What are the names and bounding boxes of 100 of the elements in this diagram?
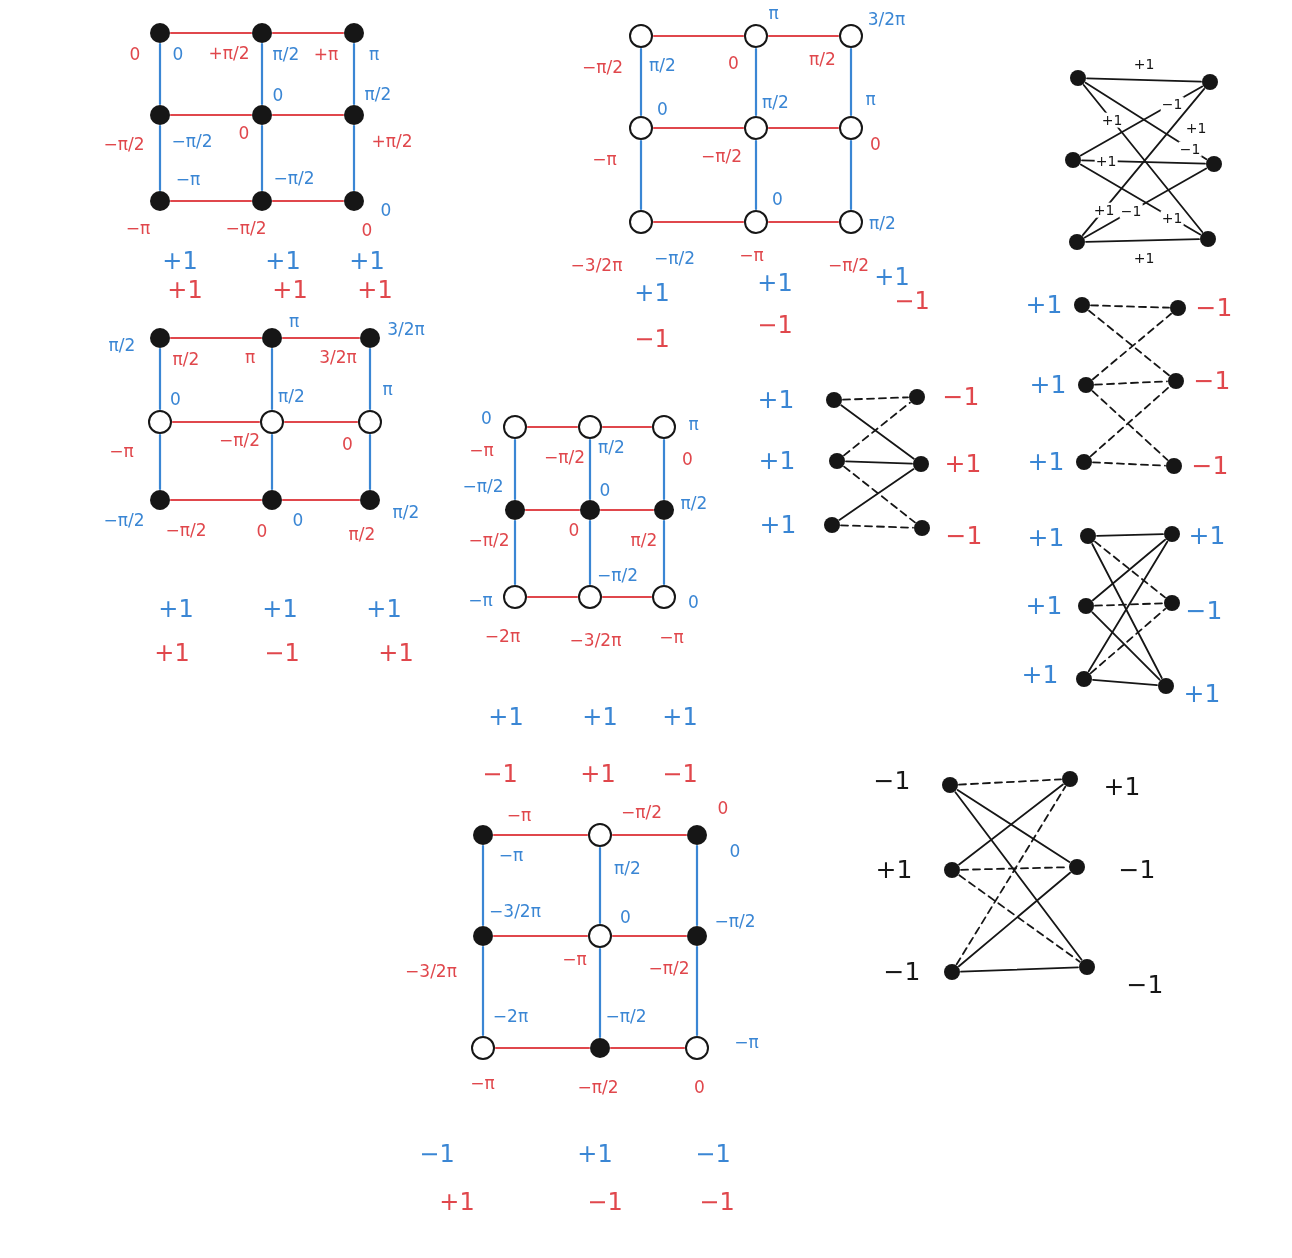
connector-line: [271, 31, 345, 35]
connector-line: [1092, 678, 1158, 687]
phase-label: 0: [481, 409, 492, 428]
phase-label: −π: [469, 441, 494, 460]
spin-label: +1: [759, 511, 797, 539]
connector-line: [492, 833, 589, 837]
connector-line: [639, 47, 643, 117]
phase-label: −π: [498, 847, 524, 865]
phase-label: −π: [468, 591, 493, 610]
spin-label: −1: [1118, 856, 1156, 884]
phase-label: 0: [728, 54, 739, 73]
connector-line: [352, 124, 356, 192]
phase-label: 0: [772, 190, 783, 209]
phase-label: π/2: [598, 438, 625, 457]
phase-label: 0: [238, 125, 250, 143]
filled-node: [1200, 231, 1216, 247]
spin-label: +1: [1103, 773, 1141, 801]
connector-line: [588, 438, 592, 501]
phase-label: 0: [172, 46, 184, 64]
connector-line: [1096, 533, 1164, 537]
connector-line: [368, 433, 372, 491]
connector-line: [598, 947, 602, 1039]
connector-line: [652, 34, 745, 38]
connector-line: [1081, 159, 1206, 165]
spin-value: +1: [582, 705, 618, 731]
connector-line: [601, 425, 653, 429]
connector-line: [845, 460, 913, 465]
edge-label: −1: [1160, 96, 1184, 112]
phase-label: −π/2: [171, 133, 213, 151]
phase-label: π: [688, 415, 699, 434]
spin-label: +1: [758, 447, 796, 475]
connector-line: [956, 789, 1071, 863]
connector-line: [158, 347, 162, 411]
spin-label: −1: [883, 958, 921, 986]
connector-line: [598, 846, 602, 925]
spin-label: −1: [1195, 294, 1233, 322]
dashed-connector: [840, 524, 914, 529]
phase-label: −π/2: [225, 220, 267, 238]
connector-line: [954, 791, 1083, 961]
phase-label: −π/2: [273, 170, 315, 188]
phase-label: 0: [717, 800, 729, 818]
spin-label: −1: [945, 522, 983, 550]
spin-value: −1: [482, 762, 518, 788]
connector-line: [271, 113, 345, 117]
spin-value: +1: [874, 265, 910, 291]
spin-label: −1: [1193, 367, 1231, 395]
spin-label: +1: [875, 856, 913, 884]
connector-line: [1091, 543, 1163, 679]
connector-line: [767, 34, 840, 38]
spin-label: +1: [1183, 680, 1221, 708]
phase-label: π: [368, 46, 380, 64]
spin-value: +1: [167, 278, 203, 304]
phase-label: −π/2: [468, 532, 510, 550]
phase-label: −π/2: [544, 448, 585, 467]
phase-label: 3/2π: [319, 349, 357, 367]
phase-label: −π/2: [701, 147, 742, 166]
spin-value: +1: [265, 249, 301, 275]
connector-line: [158, 124, 162, 192]
dashed-connector: [1090, 304, 1170, 309]
spin-value: +1: [349, 249, 385, 275]
connector-line: [271, 199, 345, 203]
edge-label: −1: [1119, 203, 1143, 219]
connector-line: [513, 438, 517, 501]
edge-label: +1: [1092, 202, 1116, 218]
phase-label: −π: [739, 246, 764, 265]
phase-label: π/2: [649, 56, 676, 75]
phase-label: π: [865, 90, 876, 109]
connector-line: [652, 126, 745, 130]
phase-label: 0: [342, 435, 353, 454]
phase-label: π: [768, 4, 779, 23]
spin-value: +1: [162, 249, 198, 275]
phase-label: 0: [272, 87, 284, 105]
connector-line: [481, 945, 485, 1037]
phase-label: −π/2: [462, 478, 504, 496]
spin-value: −1: [695, 1142, 731, 1168]
phase-label: 0: [682, 450, 693, 469]
phase-label: −π/2: [103, 136, 145, 154]
spin-label: +1: [1027, 448, 1065, 476]
phase-label: π/2: [869, 214, 896, 233]
connector-line: [158, 433, 162, 491]
phase-label: π/2: [392, 504, 420, 522]
edge-label: +1: [1094, 153, 1118, 169]
phase-label: 0: [657, 100, 668, 119]
spin-label: −1: [1191, 452, 1229, 480]
connector-line: [611, 833, 688, 837]
phase-label: π/2: [364, 86, 392, 104]
phase-label: −π: [506, 807, 532, 825]
spin-value: −1: [662, 762, 698, 788]
spin-value: +1: [1185, 120, 1207, 136]
phase-label: −π/2: [605, 1008, 647, 1026]
phase-label: −π: [734, 1033, 759, 1052]
edge-label: +1: [1100, 112, 1124, 128]
spin-label: +1: [1029, 371, 1067, 399]
connector-line: [1083, 167, 1208, 239]
phase-label: −π/2: [654, 249, 695, 268]
phase-label: π/2: [172, 351, 200, 369]
dashed-connector: [958, 778, 1062, 786]
dashed-connector: [958, 874, 1081, 963]
spin-value: +1: [262, 597, 298, 623]
spin-label: +1: [1188, 522, 1226, 550]
